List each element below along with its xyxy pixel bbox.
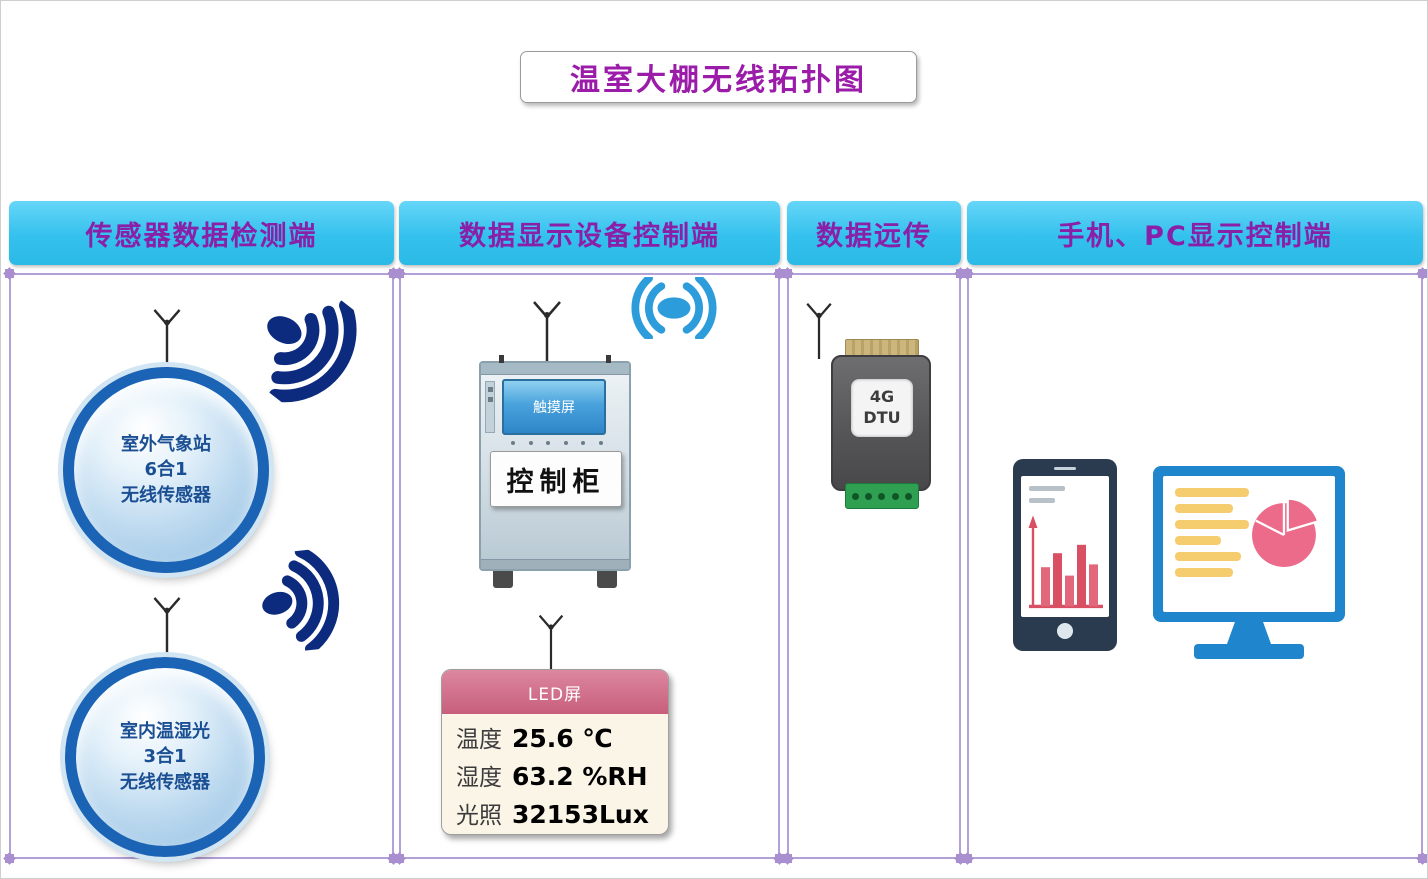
corner-ornament-icon xyxy=(5,269,14,278)
dtu-label-line: DTU xyxy=(863,408,901,427)
cabinet-leg xyxy=(597,571,617,588)
cabinet-top-bar xyxy=(481,363,629,375)
reading-value: 32153Lux xyxy=(512,800,649,829)
dtu-label-line: 4G xyxy=(869,387,895,407)
cabinet-bolt xyxy=(499,355,504,367)
sensor-label-line: 无线传感器 xyxy=(121,484,211,506)
cabinet-bottom-bar xyxy=(481,559,629,569)
reading-name: 湿度 xyxy=(456,765,502,791)
pie-chart-icon xyxy=(1252,497,1320,567)
corner-ornament-icon xyxy=(963,854,972,863)
cabinet-vents xyxy=(511,441,603,445)
phone-text-line xyxy=(1029,486,1065,491)
cabinet-label: 控制柜 xyxy=(506,466,606,498)
sensor-label-line: 无线传感器 xyxy=(120,771,210,793)
sensor-label-line: 室外气象站 xyxy=(121,434,211,456)
indoor-sensor-node: 室内温湿光 3合1 无线传感器 xyxy=(65,657,265,857)
monitor-list xyxy=(1175,488,1249,604)
phone-text-line xyxy=(1029,498,1055,503)
frame-display xyxy=(395,269,784,863)
touch-screen-label: 触摸屏 xyxy=(533,400,575,416)
cabinet-side-panel xyxy=(485,381,495,433)
phone-speaker xyxy=(1054,467,1076,470)
control-cabinet: 触摸屏 控制柜 xyxy=(479,355,631,571)
wireless-signal-icon xyxy=(267,299,357,403)
column-header-remote: 数据远传 xyxy=(787,201,961,265)
antenna-icon xyxy=(533,301,561,363)
corner-ornament-icon xyxy=(395,269,404,278)
sensor-label-line: 3合1 xyxy=(143,746,187,768)
led-reading-row: 湿度 63.2 %RH xyxy=(456,758,668,796)
reading-value: 63.2 %RH xyxy=(512,762,648,791)
frame-client xyxy=(963,269,1427,863)
corner-ornament-icon xyxy=(963,269,972,278)
antenna-icon xyxy=(153,309,181,369)
led-display-panel: LED屏 温度 25.6 ℃ 湿度 63.2 %RH 光照 32153Lux xyxy=(441,669,669,835)
led-reading-row: 光照 32153Lux xyxy=(456,796,668,834)
monitor-icon xyxy=(1153,466,1345,622)
cabinet-leg xyxy=(493,571,513,588)
corner-ornament-icon xyxy=(775,854,784,863)
corner-ornament-icon xyxy=(775,269,784,278)
dtu-label: 4G DTU xyxy=(851,379,913,437)
outdoor-sensor-node: 室外气象站 6合1 无线传感器 xyxy=(63,367,269,573)
antenna-icon xyxy=(538,614,564,669)
sensor-label-line: 6合1 xyxy=(144,459,188,481)
smartphone-icon xyxy=(1013,459,1117,651)
led-reading-row: 温度 25.6 ℃ xyxy=(456,720,668,758)
led-panel-header: LED屏 xyxy=(442,670,668,714)
touch-screen: 触摸屏 xyxy=(502,379,606,435)
reading-name: 温度 xyxy=(456,727,502,753)
column-header-sensors: 传感器数据检测端 xyxy=(9,201,394,265)
corner-ornament-icon xyxy=(395,854,404,863)
phone-screen xyxy=(1021,476,1109,617)
page-title: 温室大棚无线拓扑图 xyxy=(520,51,917,103)
reading-value: 25.6 ℃ xyxy=(512,724,613,753)
dtu-terminal-block xyxy=(845,483,919,509)
column-header-client: 手机、PC显示控制端 xyxy=(967,201,1423,265)
monitor-stand xyxy=(1227,622,1271,644)
corner-ornament-icon xyxy=(783,854,792,863)
led-panel-title: LED屏 xyxy=(527,684,583,705)
dtu-device: 4G DTU xyxy=(831,355,931,491)
broadcast-signal-icon xyxy=(631,277,717,339)
led-readings: 温度 25.6 ℃ 湿度 63.2 %RH 光照 32153Lux xyxy=(442,714,668,834)
monitor-base xyxy=(1194,644,1304,659)
antenna-icon xyxy=(153,597,181,657)
reading-name: 光照 xyxy=(456,803,502,829)
sensor-label-line: 室内温湿光 xyxy=(120,721,210,743)
wireless-signal-icon xyxy=(262,546,340,655)
corner-ornament-icon xyxy=(1418,269,1427,278)
antenna-icon xyxy=(806,302,832,359)
corner-ornament-icon xyxy=(783,269,792,278)
monitor-screen xyxy=(1163,476,1335,612)
cabinet-label-plate: 控制柜 xyxy=(490,451,622,507)
phone-home-button xyxy=(1057,623,1073,639)
corner-ornament-icon xyxy=(5,854,14,863)
cabinet-bolt xyxy=(606,355,611,367)
column-header-display: 数据显示设备控制端 xyxy=(399,201,780,265)
phone-bar-chart xyxy=(1028,515,1103,609)
corner-ornament-icon xyxy=(1418,854,1427,863)
